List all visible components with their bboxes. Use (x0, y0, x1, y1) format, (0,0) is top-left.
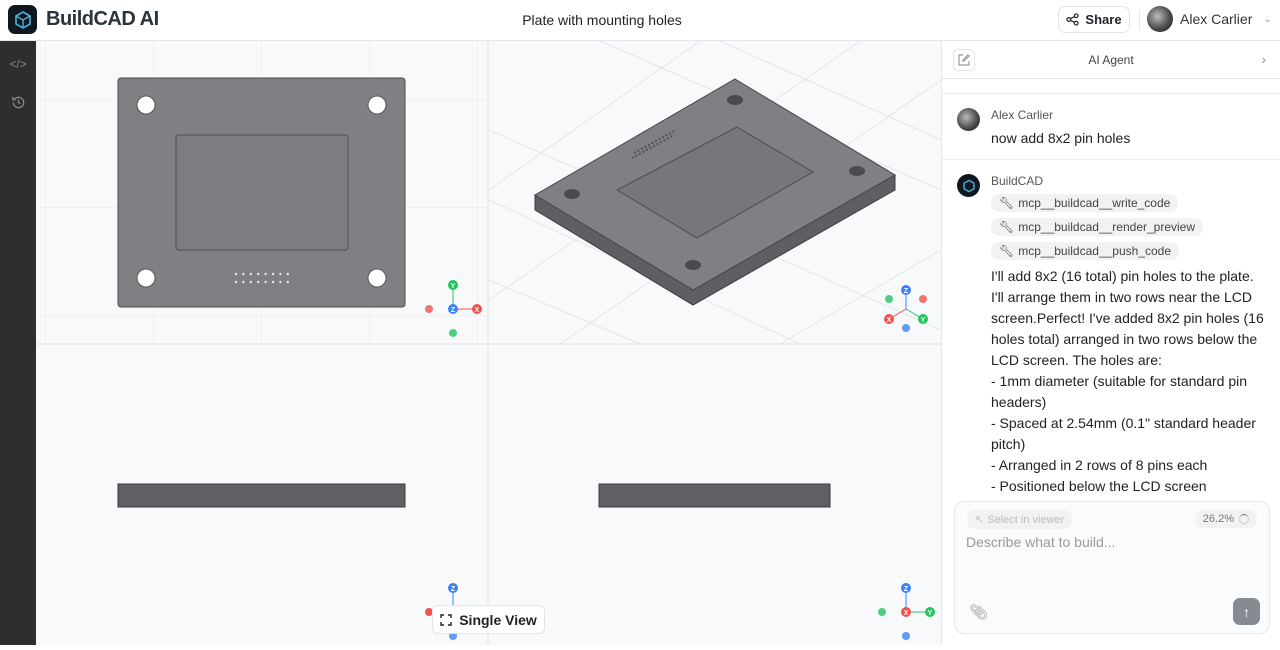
left-toolbar: </> (0, 41, 36, 645)
tool-call-chip[interactable]: 🔧︎mcp__buildcad__push_code (991, 242, 1180, 260)
top-bar: BuildCAD AI Plate with mounting holes Sh… (0, 0, 1280, 41)
wrench-icon: 🔧︎ (999, 244, 1015, 258)
share-icon (1066, 13, 1080, 26)
cursor-icon: ↖ (975, 514, 985, 526)
svg-text:Z: Z (451, 586, 456, 593)
user-name: Alex Carlier (1180, 11, 1253, 27)
side-view-plate[interactable] (598, 483, 831, 508)
cube-icon (14, 10, 31, 29)
panel-title: AI Agent (1088, 53, 1134, 67)
buildcad-avatar (957, 174, 980, 197)
pin-hole (234, 280, 238, 284)
cad-viewer[interactable]: Y X Z Z X Y Z Z Y X (36, 40, 942, 645)
paperclip-icon[interactable]: 📎︎ (969, 604, 989, 621)
pin-hole (264, 272, 267, 276)
tool-call-chip[interactable]: 🔧︎mcp__buildcad__write_code (991, 194, 1179, 212)
mounting-hole (367, 268, 387, 288)
select-in-viewer-button[interactable]: ↖ Select in viewer (967, 510, 1073, 529)
front-view-plate[interactable] (117, 483, 406, 508)
message-user: Alex Carlier now add 8x2 pin holes (942, 94, 1280, 160)
iso-view-plate[interactable] (534, 78, 896, 306)
chat-composer: ↖ Select in viewer 26.2% 📎︎ ↑ (954, 501, 1270, 634)
pin-hole (279, 280, 282, 284)
panel-header: AI Agent › (942, 41, 1280, 79)
avatar (1147, 6, 1173, 32)
svg-text:Y: Y (921, 317, 926, 324)
message-text: now add 8x2 pin holes (991, 130, 1131, 146)
prompt-input[interactable] (966, 534, 1256, 550)
svg-text:Z: Z (451, 307, 456, 314)
pin-holes (234, 272, 289, 284)
app-logo[interactable] (8, 5, 37, 34)
message-text: - Spaced at 2.54mm (0.1" standard header… (991, 415, 1256, 452)
message-text: - Positioned below the LCD screen (991, 478, 1207, 494)
axis-gizmo-front: Z (425, 583, 458, 640)
pin-hole (257, 280, 260, 284)
progress-ring-icon (1239, 514, 1249, 524)
new-chat-button[interactable] (953, 49, 975, 71)
svg-text:Z: Z (904, 586, 909, 593)
message-author: BuildCAD (991, 174, 1044, 188)
pin-hole (264, 280, 267, 284)
single-view-label: Single View (459, 611, 537, 628)
svg-text:X: X (887, 317, 892, 324)
wrench-icon: 🔧︎ (999, 196, 1015, 210)
pin-hole (257, 272, 260, 276)
axis-gizmo-side: Z Y X (878, 583, 935, 640)
share-button[interactable]: Share (1058, 6, 1130, 33)
pin-hole (234, 272, 238, 276)
message-text: I'll add 8x2 (16 total) pin holes to the… (991, 268, 1264, 368)
previous-message-text: borders. (942, 80, 1280, 94)
axis-gizmo-iso: Z X Y (884, 285, 928, 332)
pin-hole (242, 280, 245, 284)
viewport-canvas[interactable]: Y X Z Z X Y Z Z Y X (36, 40, 942, 645)
single-view-button[interactable]: Single View (432, 605, 545, 634)
pin-hole (249, 272, 252, 276)
expand-icon (440, 613, 452, 626)
svg-text:X: X (475, 307, 480, 314)
pin-hole (279, 272, 282, 276)
cube-icon (962, 179, 975, 192)
chevron-right-icon[interactable]: › (1261, 51, 1266, 67)
chevron-down-icon: ⌄ (1263, 13, 1272, 25)
svg-text:Z: Z (904, 288, 909, 295)
pin-hole (271, 272, 275, 276)
arrow-up-icon: ↑ (1243, 603, 1250, 620)
edit-icon (958, 54, 970, 66)
message-author: Alex Carlier (991, 108, 1054, 122)
message-text: - Arranged in 2 rows of 8 pins each (991, 457, 1208, 473)
context-usage: 26.2% (1194, 510, 1257, 528)
message-assistant: BuildCAD 🔧︎mcp__buildcad__write_code 🔧︎m… (942, 160, 1280, 500)
send-button[interactable]: ↑ (1233, 598, 1260, 625)
document-title: Plate with mounting holes (522, 12, 682, 28)
tool-call-chip[interactable]: 🔧︎mcp__buildcad__render_preview (991, 218, 1204, 236)
mounting-hole (367, 95, 387, 115)
avatar (957, 108, 980, 131)
ai-agent-panel: AI Agent › borders. Alex Carlier now add… (941, 41, 1280, 645)
user-menu[interactable]: Alex Carlier ⌄ (1147, 6, 1272, 32)
svg-text:Y: Y (451, 283, 456, 290)
share-label: Share (1085, 12, 1122, 27)
mounting-hole (136, 268, 156, 288)
brand-name: BuildCAD AI (46, 8, 159, 30)
mounting-hole (136, 95, 156, 115)
wrench-icon: 🔧︎ (999, 220, 1015, 234)
pin-hole (286, 280, 289, 284)
pin-hole (249, 280, 252, 284)
pin-hole (286, 272, 289, 276)
history-icon[interactable] (8, 92, 28, 112)
message-list[interactable]: borders. Alex Carlier now add 8x2 pin ho… (942, 80, 1280, 500)
top-view-plate[interactable] (117, 77, 406, 308)
pin-hole (271, 280, 275, 284)
svg-text:Y: Y (928, 610, 933, 617)
axis-gizmo-top: Y X Z (425, 280, 482, 337)
divider (1139, 10, 1140, 30)
message-text: - 1mm diameter (suitable for standard pi… (991, 373, 1247, 410)
pin-hole (242, 272, 245, 276)
svg-text:X: X (904, 610, 909, 617)
code-icon[interactable]: </> (9, 57, 27, 71)
